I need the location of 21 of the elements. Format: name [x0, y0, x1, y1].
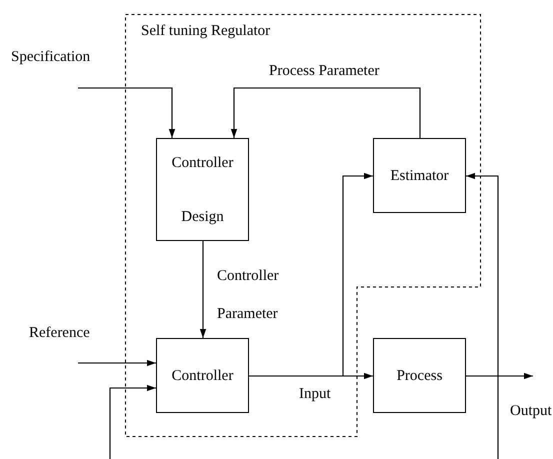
arrow	[466, 372, 533, 380]
region-title: Self tuning Regulator	[141, 23, 270, 40]
block-box	[156, 338, 249, 413]
edge-label: Output	[509, 403, 553, 420]
block-box	[156, 138, 249, 241]
arrow	[249, 172, 373, 377]
block-label: Controller	[172, 366, 234, 384]
edge-label: Input	[298, 386, 332, 402]
arrow	[200, 241, 206, 338]
arrow	[466, 172, 499, 459]
block-label: Process	[396, 366, 442, 384]
edge-label: Specification	[10, 49, 92, 66]
block-label: Estimator	[390, 166, 449, 184]
block-label: Controller Design	[170, 154, 234, 226]
arrow	[78, 360, 156, 366]
arrow	[78, 87, 176, 138]
dashed-region	[125, 14, 481, 437]
block-box	[373, 138, 466, 213]
arrow	[230, 87, 421, 138]
arrow	[109, 384, 156, 459]
block-box	[373, 338, 466, 413]
